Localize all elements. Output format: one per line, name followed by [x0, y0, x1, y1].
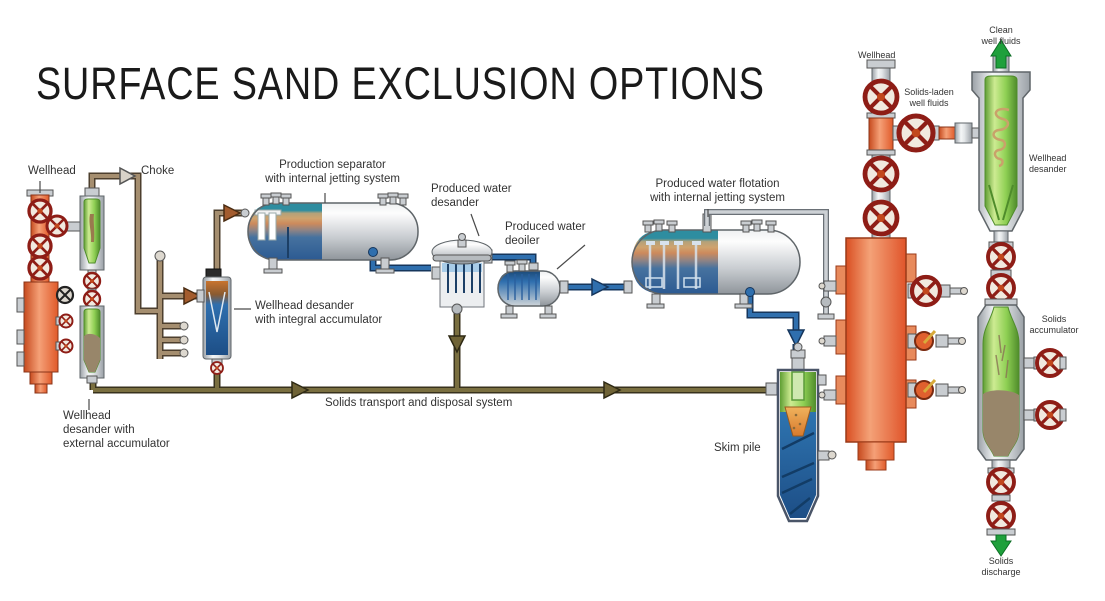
wellhead-desander-top-vessel — [79, 187, 105, 309]
valve-wheel-icon — [45, 214, 69, 238]
production-separator-vessel — [247, 192, 419, 274]
page-title: SURFACE SAND EXCLUSION OPTIONS — [36, 58, 765, 109]
flow-arrow — [291, 380, 310, 400]
flotation-gas-line — [704, 209, 835, 320]
label-solids-laden: Solids-laden well fluids — [904, 87, 954, 109]
label-wellhead-desander-external: Wellhead desander with external accumula… — [63, 410, 170, 451]
wellhead-desander-integral-vessel — [196, 268, 232, 375]
solids-discharge-arrow — [990, 534, 1012, 557]
label-production-separator: Production separator with internal jetti… — [265, 159, 400, 186]
clean-fluids-arrow — [990, 39, 1012, 69]
solids-accumulator-assembly — [977, 304, 1067, 557]
valve-wheel-icon — [27, 198, 53, 224]
valve-wheel-icon — [986, 467, 1016, 497]
inlet-valve — [240, 208, 250, 218]
wellhead-left-assembly — [16, 189, 82, 394]
valve-wheel-icon — [865, 202, 897, 234]
valve-wheel-icon — [865, 81, 897, 113]
flow-arrow — [183, 286, 202, 306]
label-wellhead-desander-right: Wellhead desander — [1029, 153, 1067, 175]
produced-water-piping — [369, 252, 806, 358]
label-solids-discharge: Solids discharge — [981, 556, 1021, 578]
valve-wheel-icon — [1035, 348, 1065, 378]
label-wellhead-right: Wellhead — [858, 50, 896, 60]
valve-wheel-icon — [27, 233, 53, 259]
valve-wheel-icon — [58, 313, 74, 329]
choke-manifold-piping — [88, 166, 250, 359]
valve-wheel-icon — [986, 501, 1016, 531]
valve-wheel-icon — [1035, 400, 1065, 430]
label-wellhead-left: Wellhead — [28, 165, 76, 177]
label-choke: Choke — [141, 165, 175, 177]
label-wellhead-desander-integral: Wellhead desander with integral accumula… — [255, 300, 383, 327]
wellhead-right-assembly — [818, 59, 980, 471]
label-solids-accumulator: Solids accumulator — [1029, 314, 1079, 336]
label-skim-pile: Skim pile — [714, 442, 761, 454]
valve-wheel-icon — [210, 361, 224, 375]
label-clean-well-fluids: Clean well fluids — [981, 25, 1021, 47]
valve-wheel-icon — [986, 242, 1016, 272]
wellhead-desander-right-vessel — [971, 39, 1031, 306]
valve-wheel-icon — [912, 277, 940, 305]
flow-arrow — [223, 203, 242, 223]
label-leader-lines — [39, 181, 709, 410]
produced-water-desander-vessel — [431, 233, 493, 315]
produced-water-flotation-vessel — [631, 213, 801, 309]
valve-wheel-icon — [82, 271, 102, 291]
valve-wheel-icon — [82, 289, 102, 309]
flow-arrow — [786, 329, 806, 348]
skim-pile-vessel — [765, 342, 837, 523]
flow-arrow — [591, 277, 610, 297]
valve-wheel-icon — [58, 338, 74, 354]
valve-wheel-icon — [27, 255, 53, 281]
flow-arrow — [603, 380, 622, 400]
valve-wheel-icon — [986, 273, 1016, 303]
external-accumulator-vessel — [79, 305, 105, 384]
label-produced-water-deoiler: Produced water deoiler — [505, 221, 586, 248]
label-produced-water-flotation: Produced water flotation with internal j… — [650, 178, 785, 205]
valve-wheel-icon — [865, 158, 897, 190]
flow-arrow — [447, 335, 467, 354]
label-solids-transport: Solids transport and disposal system — [325, 397, 513, 409]
valve-wheel-icon — [899, 116, 933, 150]
choke-flow-arrow — [119, 166, 137, 186]
cyclone-spiral — [992, 107, 1010, 168]
produced-water-deoiler-vessel — [497, 259, 633, 319]
label-produced-water-desander: Produced water desander — [431, 183, 512, 210]
solids-transport-line — [89, 311, 770, 400]
